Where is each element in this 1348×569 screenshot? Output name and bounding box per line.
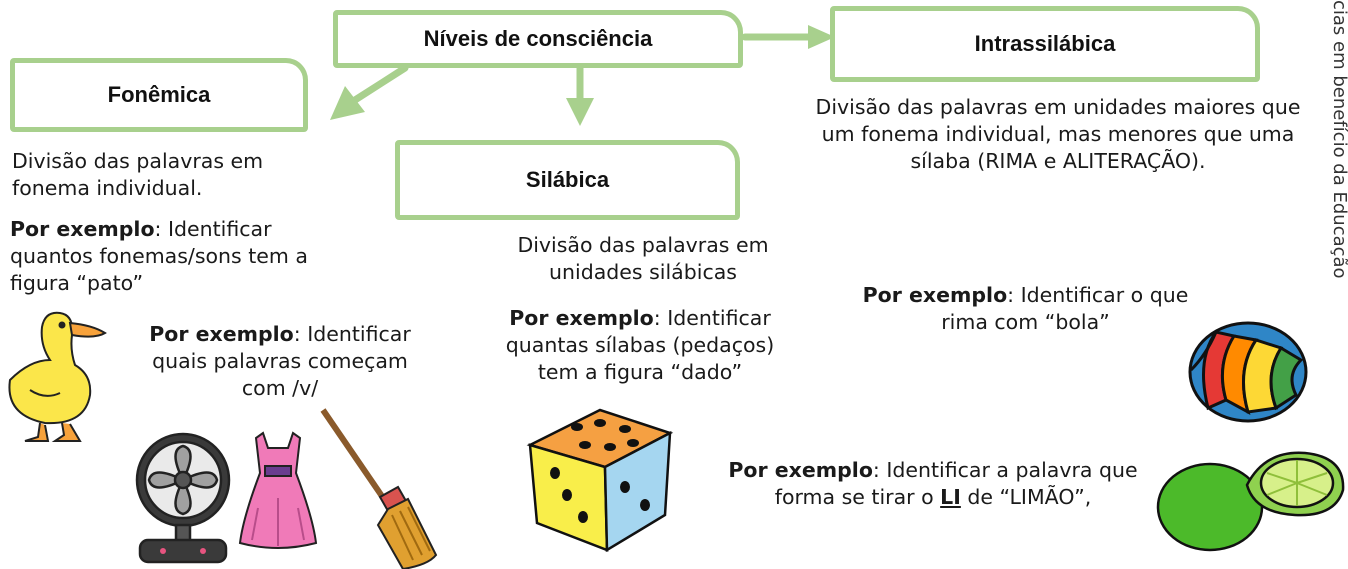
intrassilabica-example-2-label: Por exemplo (728, 458, 873, 482)
dice-icon (526, 408, 674, 553)
intrassilabica-example-2-suffix: de “LIMÃO”, (960, 485, 1092, 509)
intrassilabica-description: Divisão das palavras em unidades maiores… (808, 94, 1308, 175)
silabica-title: Silábica (525, 167, 610, 192)
fonemica-example-2: Por exemplo: Identificar quais palavras … (133, 321, 427, 402)
silabica-description: Divisão das palavras em unidades silábic… (488, 232, 798, 286)
intrassilabica-description-text: Divisão das palavras em unidades maiores… (815, 95, 1301, 173)
intrassilabica-box: Intrassilábica (830, 6, 1260, 82)
fonemica-example-1-label: Por exemplo (10, 217, 155, 241)
fonemica-example-1: Por exemplo: Identificar quantos fonemas… (10, 216, 310, 297)
fonemica-title: Fonêmica (107, 82, 211, 107)
broom-icon (320, 408, 438, 569)
fonemica-example-2-label: Por exemplo (149, 322, 294, 346)
intrassilabica-example-2-highlight: LI (940, 485, 961, 509)
fan-icon (135, 432, 231, 564)
intrassilabica-example-1: Por exemplo: Identificar o que rima com … (838, 282, 1213, 336)
silabica-description-text: Divisão das palavras em unidades silábic… (517, 233, 769, 284)
silabica-box: Silábica (395, 140, 740, 220)
ball-icon (1188, 321, 1308, 423)
silabica-example-text: : Identificar quantas sílabas (pedaços) … (505, 306, 775, 384)
intrassilabica-example-2-prefix: : Identificar a palavra que forma se tir… (774, 458, 1138, 509)
intrassilabica-example-1-label: Por exemplo (862, 283, 1008, 307)
dress-icon (238, 431, 318, 549)
duck-icon (8, 311, 107, 442)
fonemica-example-2-text: : Identificar quais palavras começam com… (152, 322, 411, 400)
lime-icon (1156, 451, 1345, 552)
silabica-example-label: Por exemplo (509, 306, 654, 330)
fonemica-box: Fonêmica (10, 58, 308, 132)
intrassilabica-example-2: Por exemplo: Identificar a palavra que f… (728, 457, 1138, 511)
root-title: Níveis de consciência (423, 26, 653, 51)
fonemica-example-1-text: : Identificar quantos fonemas/sons tem a… (10, 217, 308, 295)
intrassilabica-title: Intrassilábica (974, 31, 1116, 56)
side-vertical-text: cias em benefício da Educação (1329, 0, 1348, 279)
root-box: Níveis de consciência (333, 10, 743, 68)
intrassilabica-example-1-text: : Identificar o que rima com “bola” (941, 283, 1189, 334)
fonemica-description: Divisão das palavras em fonema individua… (12, 148, 312, 202)
silabica-example: Por exemplo: Identificar quantas sílabas… (486, 305, 794, 386)
fonemica-description-text: Divisão das palavras em fonema individua… (12, 149, 264, 200)
